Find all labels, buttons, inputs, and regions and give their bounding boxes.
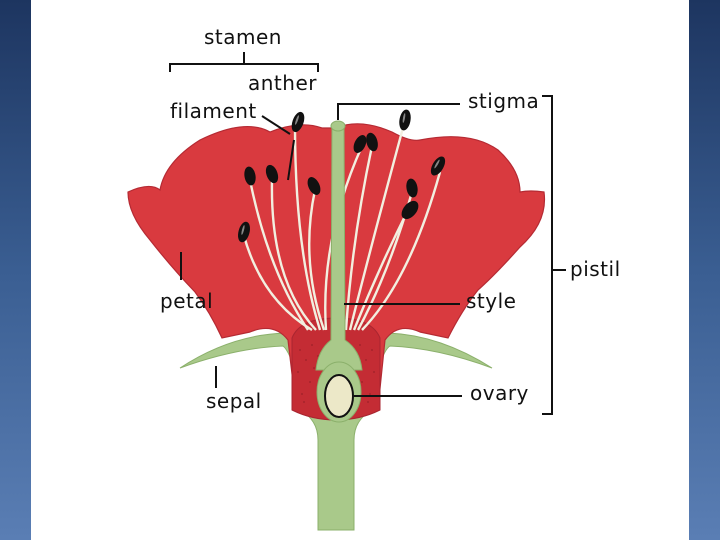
stigma-leader — [338, 104, 460, 120]
stamen-bracket — [170, 52, 318, 72]
label-sepal: sepal — [206, 389, 262, 413]
label-petal: petal — [160, 289, 213, 313]
stigma-tip — [331, 121, 345, 131]
label-style: style — [466, 289, 516, 313]
ovule — [325, 375, 353, 417]
label-pistil: pistil — [570, 257, 621, 281]
pistil-bracket — [542, 96, 566, 414]
label-stigma: stigma — [468, 89, 539, 113]
label-anther: anther — [248, 71, 317, 95]
label-filament: filament — [170, 99, 257, 123]
label-ovary: ovary — [470, 381, 529, 405]
label-stamen: stamen — [204, 25, 282, 49]
